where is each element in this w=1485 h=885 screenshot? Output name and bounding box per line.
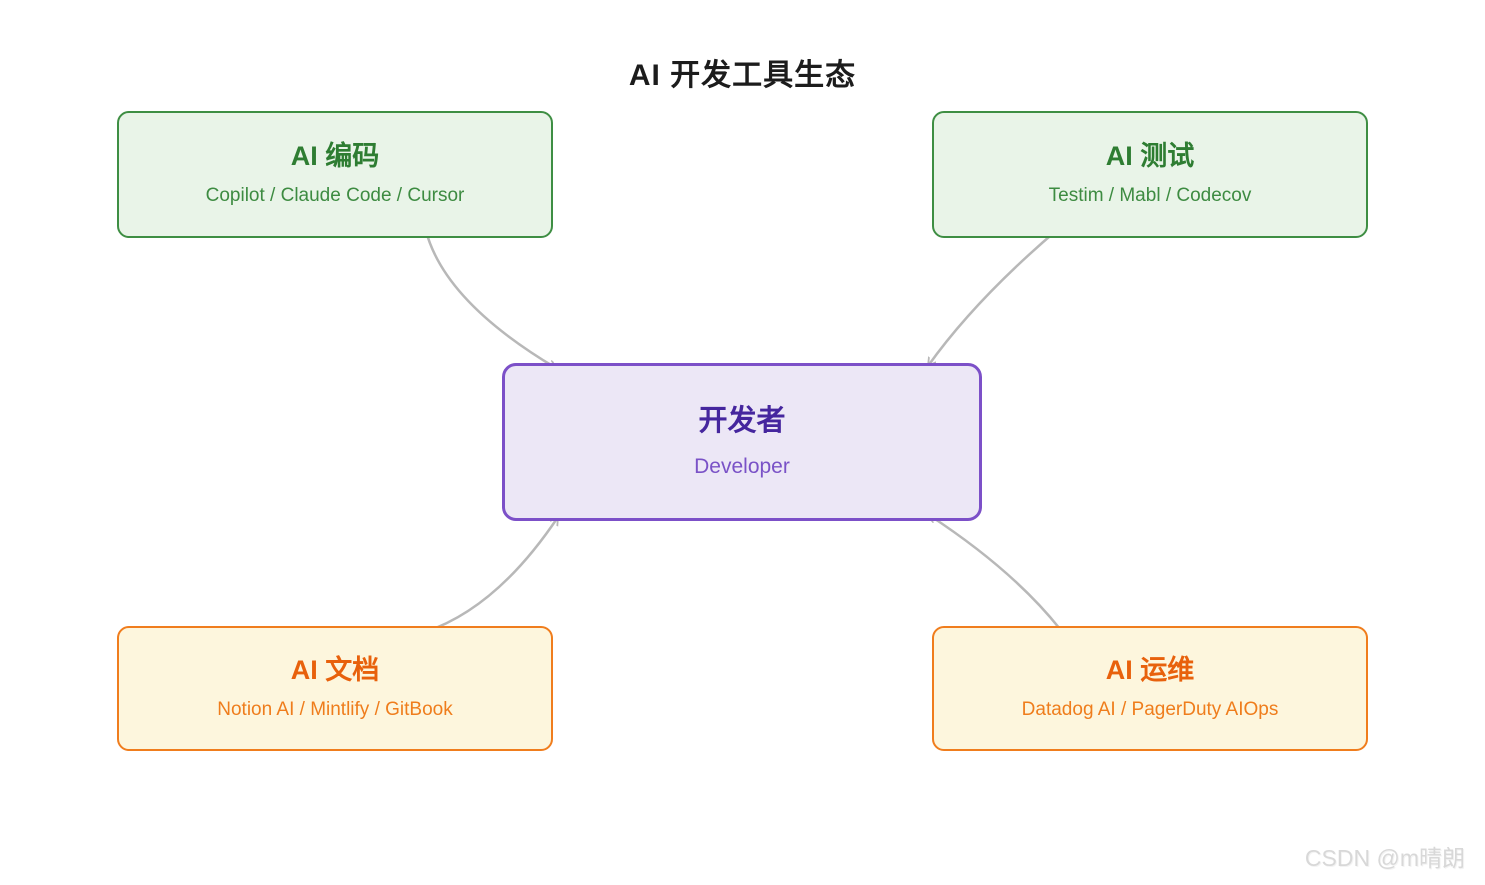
node-ai-docs: AI 文档 Notion AI / Mintlify / GitBook xyxy=(117,626,553,751)
node-ai-ops-tools: Datadog AI / PagerDuty AIOps xyxy=(1021,698,1279,720)
node-ai-testing-tools: Testim / Mabl / Codecov xyxy=(1048,184,1252,206)
edge-coding-to-developer xyxy=(424,229,556,370)
edge-testing-to-developer xyxy=(926,228,1059,366)
node-ai-ops: AI 运维 Datadog AI / PagerDuty AIOps xyxy=(932,626,1368,751)
csdn-watermark: CSDN @m晴朗 xyxy=(1304,845,1465,871)
node-ai-docs-tools: Notion AI / Mintlify / GitBook xyxy=(217,698,453,720)
node-ai-ops-heading: AI 运维 xyxy=(1105,655,1195,686)
node-ai-testing-heading: AI 测试 xyxy=(1105,141,1195,172)
edge-ops-to-developer xyxy=(929,513,1062,631)
node-developer-heading: 开发者 xyxy=(698,405,786,437)
node-developer: 开发者 Developer xyxy=(502,363,982,521)
edge-docs-to-developer xyxy=(423,517,560,634)
node-ai-coding-heading: AI 编码 xyxy=(290,141,380,172)
node-ai-coding-tools: Copilot / Claude Code / Cursor xyxy=(205,184,465,206)
node-developer-subtitle: Developer xyxy=(694,454,790,478)
node-ai-docs-heading: AI 文档 xyxy=(290,655,380,686)
node-ai-testing: AI 测试 Testim / Mabl / Codecov xyxy=(932,111,1368,238)
node-ai-coding: AI 编码 Copilot / Claude Code / Cursor xyxy=(117,111,553,238)
diagram-title: AI 开发工具生态 xyxy=(628,59,857,92)
